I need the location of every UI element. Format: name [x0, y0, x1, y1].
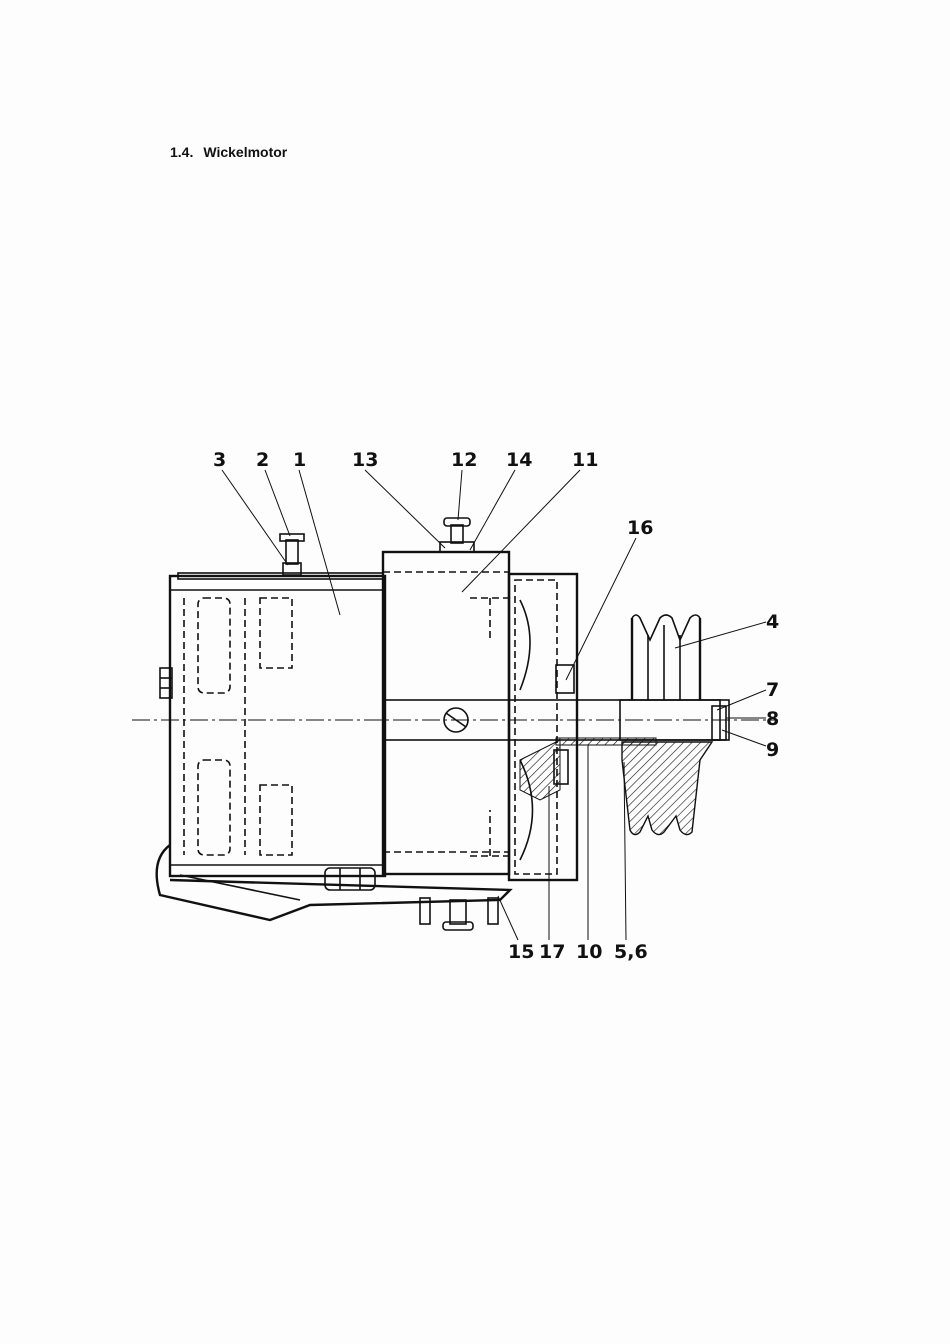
front-flange [509, 574, 577, 880]
stator-housing [160, 576, 385, 876]
callout-9: 9 [766, 739, 779, 761]
callout-10: 10 [576, 941, 602, 963]
callout-2: 2 [256, 449, 269, 471]
end-shield [383, 552, 510, 874]
callout-11: 11 [572, 449, 598, 471]
callout-16: 16 [627, 517, 653, 539]
mounting-bracket [157, 845, 510, 930]
callout-3: 3 [213, 449, 226, 471]
callout-13: 13 [352, 449, 378, 471]
callout-4: 4 [766, 611, 779, 633]
callout-15: 15 [508, 941, 534, 963]
callout-1: 1 [293, 449, 306, 471]
callout-5-6: 5,6 [614, 941, 648, 963]
callout-12: 12 [451, 449, 477, 471]
callout-14: 14 [506, 449, 532, 471]
v-belt-pulley [620, 615, 726, 835]
mounting-screw [178, 534, 383, 579]
adjusting-screw [440, 518, 474, 552]
callout-17: 17 [539, 941, 565, 963]
callout-7: 7 [766, 679, 779, 701]
callout-8: 8 [766, 708, 779, 730]
